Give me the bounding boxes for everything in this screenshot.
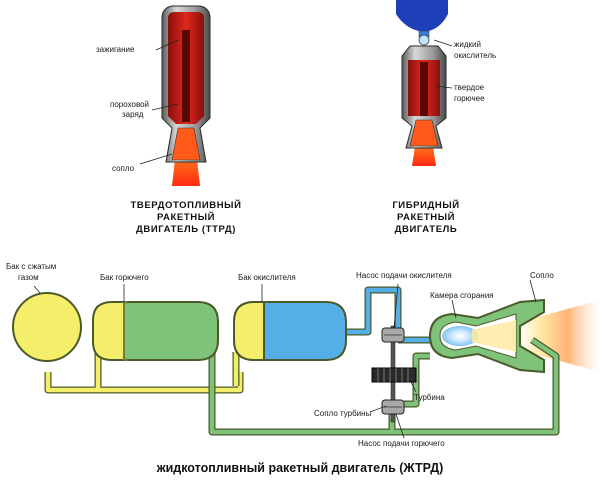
- oxidizer-pump: [381, 327, 405, 343]
- fuel-pump-label: Насос подачи горючего: [358, 439, 445, 448]
- charge-leader: [151, 103, 179, 111]
- solid-motor-nozzle: [171, 127, 201, 161]
- solid-caption-line3: ДВИГАТЕЛЬ (ТТРД): [136, 224, 236, 235]
- combustion-chamber: [428, 298, 545, 374]
- turbine: [371, 367, 417, 383]
- solid-rocket-motor: зажигание пороховой заряд сопло ТВЕРДОТО…: [96, 5, 241, 235]
- fuel-channel: [420, 62, 428, 116]
- charge-label-line1: пороховой: [110, 100, 149, 109]
- turbine-nozzle-leader: [369, 405, 387, 413]
- solid-fuel-label-line2: горючее: [454, 94, 485, 103]
- propellant-channel: [182, 30, 190, 122]
- hybrid-motor-nozzle: [409, 119, 439, 147]
- oxidizer-valve: [418, 34, 430, 46]
- turbine-leader: [409, 379, 417, 393]
- fuel-pump-leader: [395, 413, 405, 439]
- oxidizer-pump-label: Насос подачи окислителя: [356, 271, 452, 280]
- combustion-chamber-label: Камера сгорания: [430, 291, 494, 300]
- hybrid-rocket-motor: жидкий окислитель твердое горючее ГИБРИД…: [392, 0, 496, 235]
- liquid-oxidizer-label-line1: жидкий: [454, 40, 481, 49]
- solid-caption-line2: РАКЕТНЫЙ: [157, 211, 215, 223]
- exhaust-plume: [520, 300, 600, 372]
- oxidizer-tank-label: Бак окислителя: [238, 273, 296, 282]
- fuel-tank: [92, 301, 219, 361]
- charge-label-line2: заряд: [122, 110, 144, 119]
- oxidizer-tank: [233, 301, 347, 361]
- hybrid-caption-line1: ГИБРИДНЫЙ: [392, 199, 459, 211]
- solid-fuel-leader: [435, 85, 453, 89]
- hybrid-caption-line3: ДВИГАТЕЛЬ: [395, 224, 458, 235]
- liquid-oxidizer-label-line2: окислитель: [454, 51, 496, 60]
- fuel-pump: [381, 399, 405, 415]
- liquid-rocket-engine: Бак с сжатым газом Бак горючего Бак окис…: [6, 262, 600, 475]
- hybrid-caption-line2: РАКЕТНЫЙ: [397, 211, 455, 223]
- solid-fuel-label-line1: твердое: [454, 83, 485, 92]
- turbine-label: Турбина: [414, 393, 445, 402]
- gas-tank-label-line2: газом: [18, 273, 39, 282]
- chamber-leader: [451, 299, 457, 319]
- oxidizer-leader: [433, 39, 453, 47]
- oxidizer-tank-dome: [396, 0, 448, 32]
- solid-nozzle-label: сопло: [112, 164, 135, 173]
- nozzle-leader: [529, 279, 537, 303]
- gas-tank-leader: [33, 285, 41, 294]
- ignition-label: зажигание: [96, 45, 135, 54]
- combustion-flame: [442, 326, 478, 346]
- liquid-engine-caption: жидкотопливный ракетный двигатель (ЖТРД): [156, 461, 444, 475]
- turbine-nozzle-label: Сопло турбины: [314, 409, 372, 418]
- compressed-gas-tank: [12, 292, 82, 362]
- nozzle-leader: [139, 153, 173, 165]
- gas-tank-label-line1: Бак с сжатым: [6, 262, 56, 271]
- oxidizer-pump-leader: [393, 283, 399, 329]
- fuel-tank-label: Бак горючего: [100, 273, 149, 282]
- ignition-leader: [155, 39, 179, 51]
- liquid-nozzle-label: Сопло: [530, 271, 554, 280]
- solid-caption-line1: ТВЕРДОТОПЛИВНЫЙ: [130, 199, 241, 211]
